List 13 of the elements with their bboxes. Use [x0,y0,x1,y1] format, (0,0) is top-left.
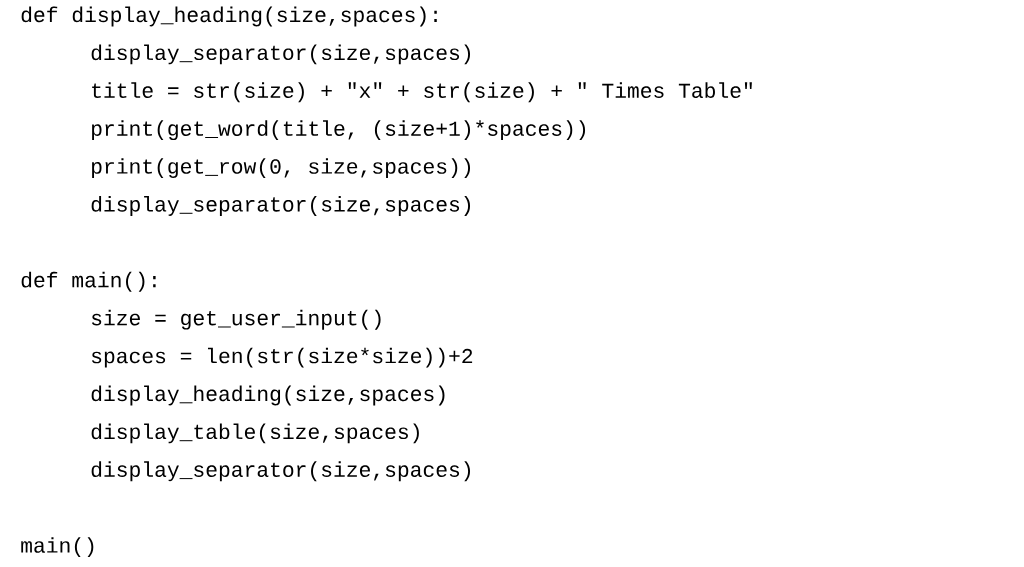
code-line: print(get_word(title, (size+1)*spaces)) [92,120,586,141]
code-line: display_table(size,spaces) [91,423,419,444]
code-line: size = get_user_input() [91,309,381,330]
code-line: title = str(size) + "x" + str(size) + " Times Table" [92,82,752,103]
code-line: spaces = len(str(size*size))+2 [91,347,473,368]
code-line: def main(): [21,271,156,292]
code-line: print(get_row(0, size,spaces)) [92,158,471,178]
code-line: display_separator(size,spaces) [91,44,471,65]
code-line: def display_heading(size,spaces): [21,6,437,27]
code-line: display_separator(size,spaces) [91,196,471,216]
code-line: main() [21,537,94,558]
code-line: display_separator(size,spaces) [91,461,471,482]
code-line: display_heading(size,spaces) [91,385,445,406]
